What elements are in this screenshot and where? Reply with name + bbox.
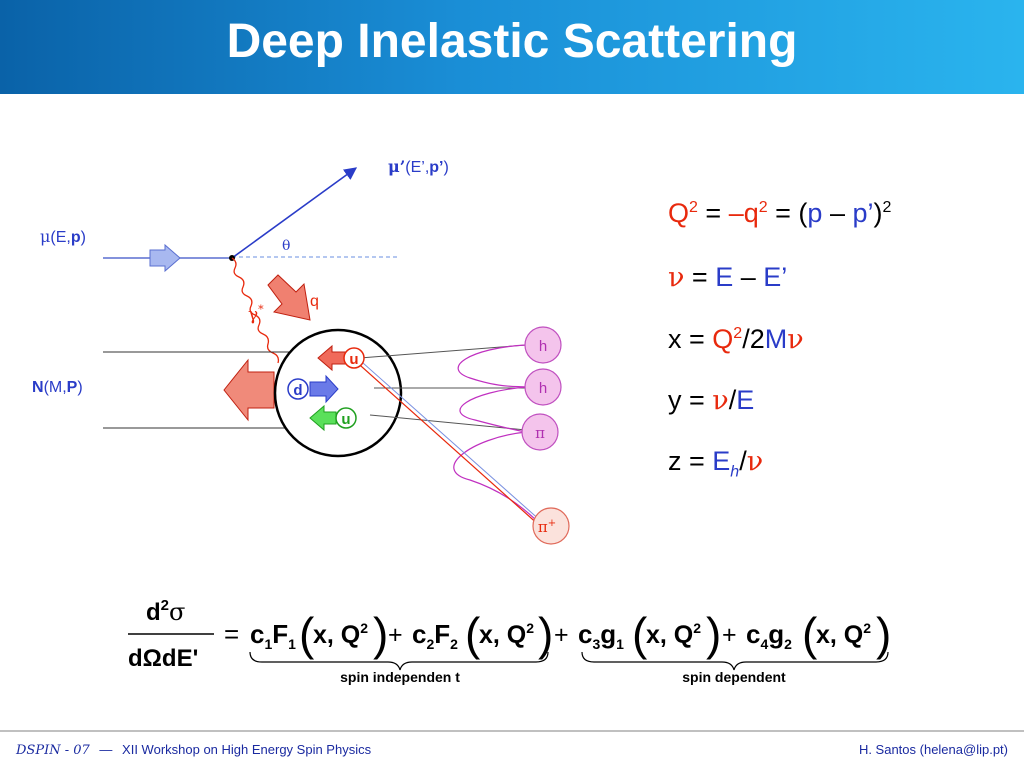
outgoing-muon-label: μ’(E’,p’) xyxy=(388,157,449,176)
term-2-args: x, Q2 xyxy=(479,620,534,649)
formula-equals: = xyxy=(224,619,239,649)
hadron-pi-label: π xyxy=(535,424,545,442)
brace-label-spin-independent: spin independen t xyxy=(340,669,460,685)
paren-close-2: ) xyxy=(538,608,553,660)
string-loop-2 xyxy=(459,386,527,433)
quark-d-circle xyxy=(287,378,309,400)
term-3-args: x, Q2 xyxy=(646,620,701,649)
plus-3: + xyxy=(722,621,737,649)
title-bar: Deep Inelastic Scattering xyxy=(0,0,1024,94)
paren-open-2: ( xyxy=(465,608,481,660)
hadron-h1-label: h xyxy=(539,338,547,355)
paren-open-3: ( xyxy=(632,608,648,660)
paren-close-3: ) xyxy=(706,608,721,660)
dis-diagram: μ’(E’,p’) μ(E,p) θ γ* q N(M,P) u d u h h… xyxy=(32,157,891,685)
nucleon-label: N(M,P) xyxy=(32,379,83,396)
slide-title: Deep Inelastic Scattering xyxy=(226,15,798,68)
eq-nu: ν = E – E’ xyxy=(668,262,788,293)
quark-u2-circle xyxy=(335,407,357,429)
formula-denominator: dΩdE' xyxy=(128,645,198,672)
hadron-h1-circle xyxy=(524,326,562,364)
hadron-pi-plus-label: π+ xyxy=(538,518,556,536)
footer-author: H. Santos (helena@lip.pt) xyxy=(858,742,1008,757)
term-c3g1: c3g1 xyxy=(578,619,624,652)
gamma-label: γ* xyxy=(248,303,264,325)
hadron-h2-label: h xyxy=(539,380,547,397)
nucleon-momentum-arrow xyxy=(223,358,275,422)
outgoing-muon-line xyxy=(231,167,358,259)
term-1-args: x, Q2 xyxy=(313,620,368,649)
plus-2: + xyxy=(554,621,569,649)
quark-d-arrow xyxy=(309,374,339,404)
momentum-transfer-arrow xyxy=(267,274,311,321)
struck-quark-line xyxy=(351,357,541,527)
nucleon-circle xyxy=(273,328,403,458)
brace-label-spin-dependent: spin dependent xyxy=(682,669,786,685)
footer-conference: DSPIN - 07 — XII Workshop on High Energy… xyxy=(16,742,372,758)
string-loop-3 xyxy=(453,431,537,521)
term-c1F1: c1F1 xyxy=(250,619,296,652)
virtual-photon-line xyxy=(231,257,280,364)
underbrace-spin-dependent xyxy=(581,651,889,671)
eq-q-squared: Q2 = –q2 = (p – p’)2 xyxy=(668,198,892,228)
paren-open-4: ( xyxy=(802,608,818,660)
fragment-line-3 xyxy=(369,414,527,431)
paren-close-4: ) xyxy=(876,608,891,660)
eq-z: z = Eh/ν xyxy=(668,446,764,481)
q-label: q xyxy=(310,293,319,310)
struck-quark-line-blue xyxy=(353,354,543,523)
formula-numerator: d2σ xyxy=(146,597,185,626)
paren-open-1: ( xyxy=(299,608,315,660)
quark-u1-label: u xyxy=(349,351,358,368)
incoming-muon-label: μ(E,p) xyxy=(40,227,86,246)
quark-u1-circle xyxy=(343,347,365,369)
hadron-h2-circle xyxy=(524,368,562,406)
eq-y: y = ν/E xyxy=(668,385,755,416)
plus-1: + xyxy=(388,621,403,649)
eq-x: x = Q2/2Mν xyxy=(668,324,804,355)
hadron-pi-circle xyxy=(521,413,559,451)
fragment-line-1 xyxy=(359,344,527,359)
theta-label: θ xyxy=(282,238,290,254)
term-4-args: x, Q2 xyxy=(816,620,871,649)
incoming-momentum-arrow xyxy=(149,243,181,273)
term-c2F2: c2F2 xyxy=(412,619,458,652)
string-loop-1 xyxy=(457,344,527,388)
quark-d-label: d xyxy=(293,382,302,399)
footer-divider xyxy=(0,730,1024,732)
hadron-pi-plus-circle xyxy=(532,507,570,545)
term-c4g2: c4g2 xyxy=(746,619,792,652)
underbrace-spin-independent xyxy=(249,651,549,671)
cross-section-formula: d2σ dΩdE' = c1F1 ( x, Q2 ) + c2F2 ( x, Q… xyxy=(128,597,891,672)
paren-close-1: ) xyxy=(373,608,388,660)
quark-u2-label: u xyxy=(341,411,350,428)
